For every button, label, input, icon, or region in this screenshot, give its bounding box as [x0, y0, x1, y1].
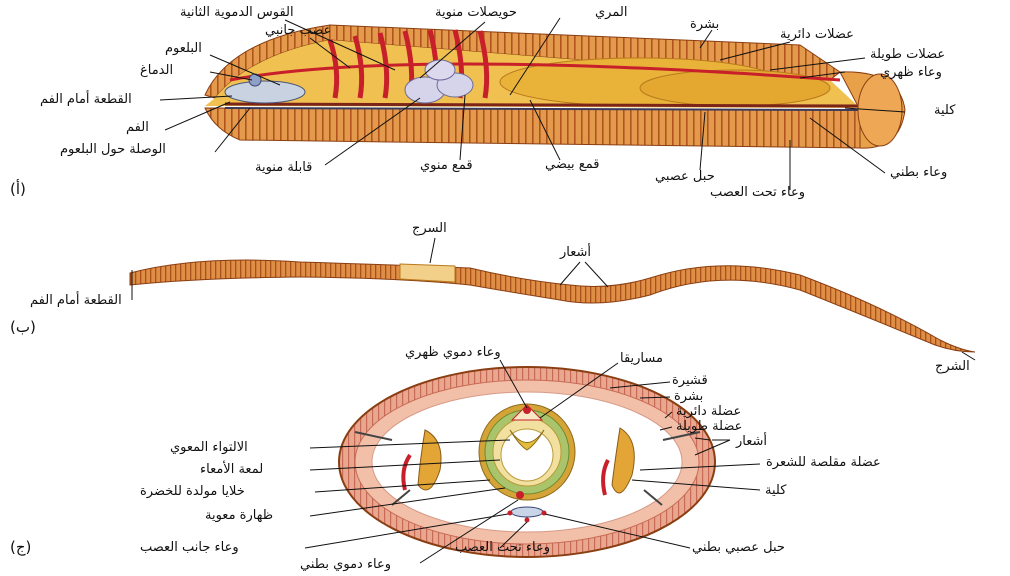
label-mesentery: مساريقا — [620, 352, 663, 366]
label-circular-muscle: عضلة دائرية — [676, 405, 741, 419]
lateral-neural-vessel-left — [508, 511, 513, 516]
label-epidermis-a: بشرة — [690, 18, 719, 32]
label-seminal-receptacle: قابلة منوية — [255, 161, 312, 175]
label-sperm-funnel: قمع منوي — [420, 159, 473, 173]
label-nephridium-c: كلية — [765, 484, 786, 498]
label-nephridium-a: كلية — [934, 104, 955, 118]
label-ventral-nerve-cord: حبل عصبي بطني — [692, 541, 785, 555]
label-longitudinal-muscle: عضلة طويلة — [676, 420, 742, 434]
label-setae-c: أشعار — [736, 435, 767, 449]
label-epidermis-c: بشرة — [674, 390, 703, 404]
label-setae-b: أشعار — [560, 246, 591, 260]
label-chloragogen-cells: خلايا مولدة للخضرة — [140, 485, 245, 499]
intestinal-lumen — [501, 429, 553, 481]
label-clitellum: السرج — [412, 222, 447, 236]
label-dorsal-vessel: وعاء ظهري — [880, 66, 942, 80]
label-prostomium-a: القطعة أمام الفم — [40, 93, 132, 107]
label-ventral-blood-vessel: وعاء دموي بطني — [300, 558, 391, 572]
label-intestinal-epithelium: ظهارة معوية — [205, 509, 273, 523]
label-circular-muscles: عضلات دائرية — [780, 28, 854, 42]
ventral-nerve-cord — [511, 507, 543, 517]
label-seta-retractor: عضلة مقلصة للشعرة — [766, 456, 881, 470]
pharynx — [225, 81, 305, 103]
diagram-b-whole-worm — [130, 238, 975, 360]
label-intestinal-lumen: لمعة الأمعاء — [200, 463, 263, 477]
label-lateral-neural-vessel: وعاء جانب العصب — [140, 541, 239, 555]
panel-label-a: (أ) — [10, 180, 26, 198]
subneural-vessel — [525, 518, 530, 523]
label-prostomium-b: القطعة أمام الفم — [30, 294, 122, 308]
label-dorsal-blood-vessel: وعاء دموي ظهري — [405, 346, 501, 360]
label-typhlosole: الالتواء المعوي — [170, 441, 248, 455]
ventral-blood-vessel — [516, 491, 524, 499]
label-cuticle: قشيرة — [672, 374, 708, 388]
label-anus: الشرج — [935, 360, 970, 374]
label-esophagus: المري — [595, 6, 627, 20]
body-wall-lower — [205, 108, 860, 148]
label-pharynx: البلعوم — [165, 42, 202, 56]
lateral-neural-vessel-right — [542, 511, 547, 516]
clitellum — [400, 264, 455, 282]
label-subneural-vessel-a: وعاء تحت العصب — [710, 186, 805, 200]
label-lateral-nerve: عصب جانبي — [265, 24, 331, 38]
label-mouth: الفم — [126, 121, 149, 135]
label-second-aortic-arch: القوس الدموية الثانية — [180, 6, 294, 20]
panel-label-c: (ج) — [10, 538, 31, 556]
label-subneural-vessel-c: وعاء تحت العصب — [455, 541, 550, 555]
ventral-vessel — [225, 104, 860, 106]
intestine — [640, 70, 830, 106]
label-egg-funnel: قمع بيضي — [545, 158, 599, 172]
label-brain: الدماغ — [140, 64, 173, 78]
label-seminal-vesicles: حويصلات منوية — [435, 6, 517, 20]
label-ventral-vessel-a: وعاء بطني — [890, 166, 947, 180]
label-pharyngeal-connective: الوصلة حول البلعوم — [60, 143, 166, 157]
panel-label-b: (ب) — [10, 318, 36, 336]
label-nerve-cord-a: حبل عصبي — [655, 170, 715, 184]
label-longitudinal-muscles: عضلات طويلة — [870, 48, 945, 62]
worm-body — [130, 260, 975, 352]
